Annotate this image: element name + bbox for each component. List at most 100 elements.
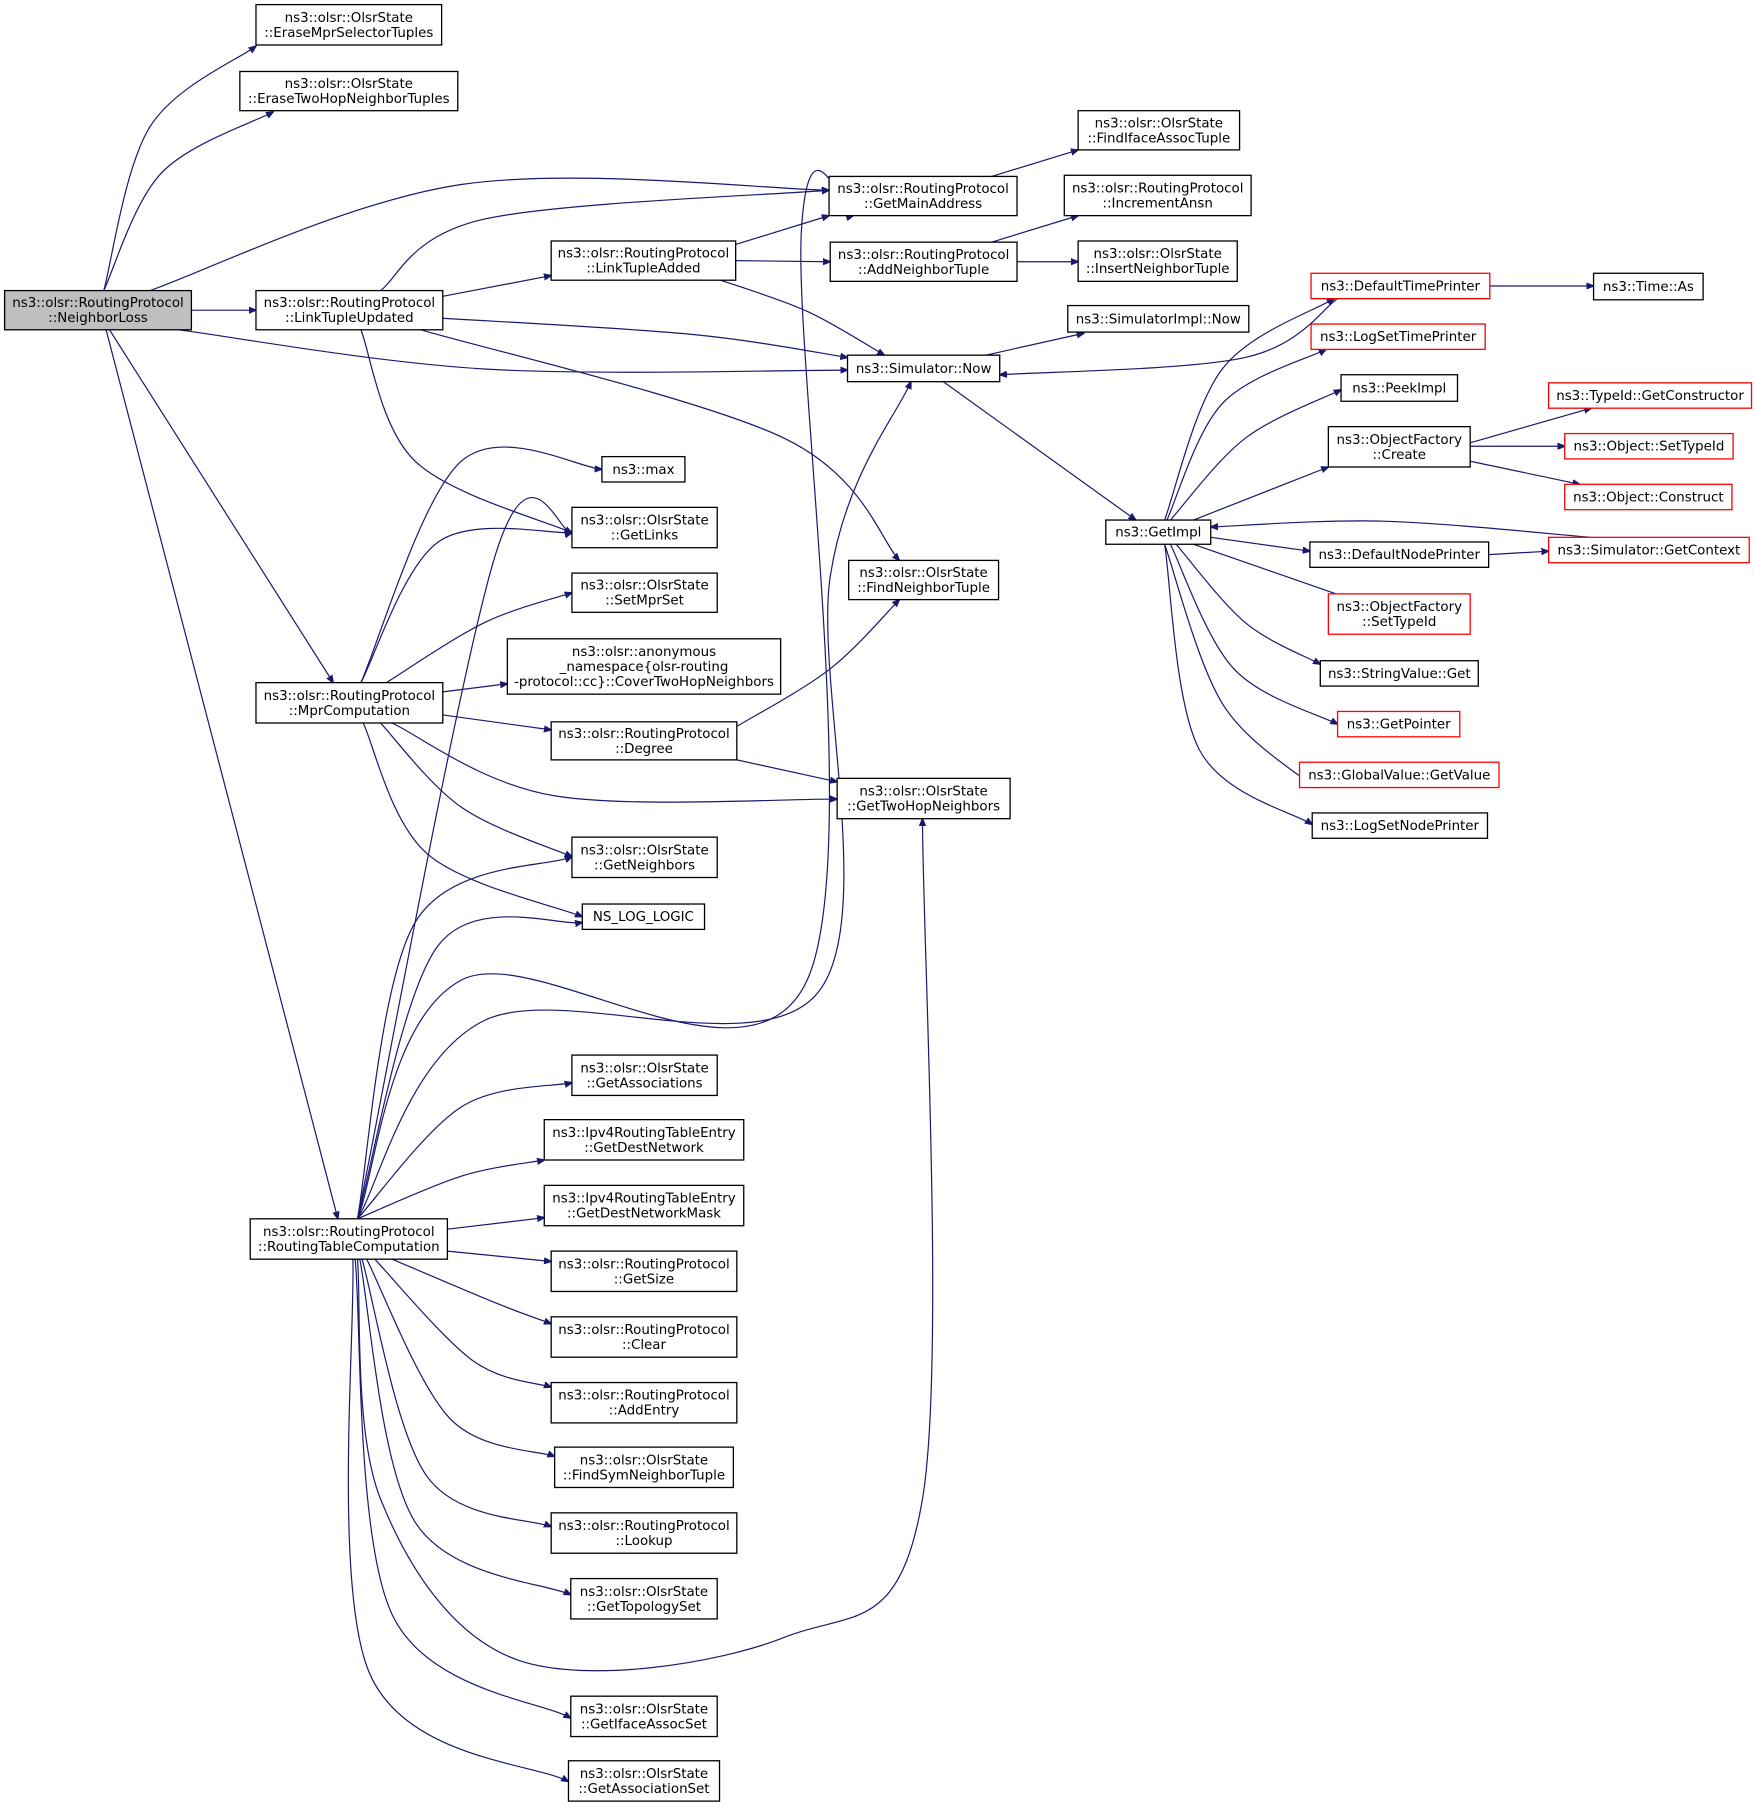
node-clr[interactable]: ns3::olsr::RoutingProtocol::Clear [550, 1316, 738, 1358]
node-label-line: ::AddEntry [609, 1404, 680, 1419]
node-deg[interactable]: ns3::olsr::RoutingProtocol::Degree [550, 721, 738, 761]
node-label-line: ns3::Object::Construct [1573, 490, 1724, 505]
node-ethn[interactable]: ns3::olsr::OlsrState::EraseTwoHopNeighbo… [239, 70, 459, 112]
edge-nl-to-mpr [109, 329, 334, 683]
edge-mpr-to-gl [360, 527, 572, 683]
node-box [836, 777, 1011, 820]
node-nsl[interactable]: NS_LOG_LOGIC [581, 903, 706, 931]
node-label-line: ns3::olsr::RoutingProtocol [837, 182, 1009, 197]
node-label-line: ns3::DefaultTimePrinter [1321, 279, 1481, 294]
edge-rtc-to-fsnt [366, 1258, 555, 1456]
node-box [249, 1218, 449, 1260]
edge-rtc-to-gma [356, 169, 853, 1220]
node-lsnp[interactable]: ns3::LogSetNodePrinter [1311, 812, 1489, 839]
node-ofst[interactable]: ns3::ObjectFactory::SetTypeId [1327, 593, 1471, 635]
node-gthn[interactable]: ns3::olsr::OlsrState::GetTwoHopNeighbors [836, 777, 1011, 820]
node-label-line: ns3::olsr::RoutingProtocol [264, 296, 436, 311]
node-label-line: ns3::olsr::RoutingProtocol [264, 689, 436, 704]
node-gma[interactable]: ns3::olsr::RoutingProtocol::GetMainAddre… [828, 175, 1018, 217]
node-lta[interactable]: ns3::olsr::RoutingProtocol::LinkTupleAdd… [550, 240, 737, 281]
node-emst[interactable]: ns3::olsr::OlsrState::EraseMprSelectorTu… [255, 3, 443, 46]
node-ant[interactable]: ns3::olsr::RoutingProtocol::AddNeighborT… [829, 241, 1018, 283]
node-label-line: ::GetTopologySet [587, 1600, 701, 1615]
node-sms[interactable]: ns3::olsr::OlsrState::SetMprSet [571, 572, 718, 613]
node-label-line: ::GetLinks [611, 529, 678, 544]
edge-rtc-to-gias [354, 1259, 571, 1718]
node-label-line: ns3::olsr::RoutingProtocol [1072, 181, 1244, 196]
edge-rtc-to-simnow [356, 382, 910, 1220]
node-oc[interactable]: ns3::Object::Construct [1564, 483, 1733, 511]
node-fsnt[interactable]: ns3::olsr::OlsrState::FindSymNeighborTup… [553, 1446, 735, 1489]
node-int[interactable]: ns3::olsr::OlsrState::InsertNeighborTupl… [1077, 240, 1238, 283]
node-label-line: ns3::olsr::RoutingProtocol [558, 727, 730, 742]
node-label-line: ::GetTwoHopNeighbors [847, 800, 1000, 815]
node-label-line: ns3::olsr::OlsrState [580, 514, 708, 529]
node-max[interactable]: ns3::max [601, 455, 686, 483]
node-fiat[interactable]: ns3::olsr::OlsrState::FindIfaceAssocTupl… [1077, 110, 1241, 151]
node-label-line: ns3::olsr::OlsrState [285, 11, 413, 26]
node-ltu[interactable]: ns3::olsr::RoutingProtocol::LinkTupleUpd… [255, 289, 444, 331]
node-ofc[interactable]: ns3::ObjectFactory::Create [1327, 425, 1471, 468]
node-gts[interactable]: ns3::olsr::OlsrState::GetTopologySet [570, 1577, 718, 1620]
node-ga[interactable]: ns3::olsr::OlsrState::GetAssociations [571, 1054, 718, 1097]
node-siminow[interactable]: ns3::SimulatorImpl::Now [1067, 304, 1250, 333]
node-tas[interactable]: ns3::Time::As [1592, 272, 1704, 301]
edge-ofc-to-tgc [1470, 408, 1591, 444]
node-dnp[interactable]: ns3::DefaultNodePrinter [1309, 541, 1490, 568]
node-label-line: ::IncrementAnsn [1102, 196, 1212, 211]
node-box [1340, 374, 1459, 402]
node-peek[interactable]: ns3::PeekImpl [1340, 374, 1459, 402]
node-gp[interactable]: ns3::GetPointer [1336, 710, 1461, 738]
node-label-line: ::Create [1373, 448, 1427, 463]
node-label-line: ns3::olsr::RoutingProtocol [558, 247, 730, 262]
node-gi[interactable]: ns3::GetImpl [1105, 519, 1212, 545]
node-tgc[interactable]: ns3::TypeId::GetConstructor [1547, 382, 1753, 409]
node-label-line: ::GetNeighbors [594, 858, 695, 873]
node-nl[interactable]: ns3::olsr::RoutingProtocol::NeighborLoss [3, 289, 193, 331]
edge-rtc-to-gdnm [447, 1218, 544, 1230]
node-ae[interactable]: ns3::olsr::RoutingProtocol::AddEntry [550, 1381, 738, 1424]
node-box [239, 70, 459, 112]
node-box [550, 1512, 738, 1554]
node-label-line: _namespace{olsr-routing [559, 660, 729, 675]
node-box [1309, 541, 1490, 568]
node-sgc[interactable]: ns3::Simulator::GetContext [1547, 536, 1750, 564]
node-simnow[interactable]: ns3::Simulator::Now [846, 354, 1001, 383]
node-gvgv[interactable]: ns3::GlobalValue::GetValue [1298, 761, 1500, 789]
node-label-line: ns3::olsr::RoutingProtocol [558, 1257, 730, 1272]
node-box [1564, 483, 1733, 511]
node-label-line: ::GetDestNetworkMask [567, 1207, 721, 1222]
edge-gi-to-ofst [1193, 543, 1349, 598]
node-gas[interactable]: ns3::olsr::OlsrState::GetAssociationSet [567, 1760, 721, 1802]
node-box [571, 1054, 718, 1097]
node-gl[interactable]: ns3::olsr::OlsrState::GetLinks [571, 506, 718, 549]
node-dtp[interactable]: ns3::DefaultTimePrinter [1310, 272, 1491, 300]
edge-nl-to-rtc [105, 329, 338, 1219]
node-box [1319, 660, 1479, 687]
node-lkp[interactable]: ns3::olsr::RoutingProtocol::Lookup [550, 1512, 738, 1554]
node-label-line: ::FindSymNeighborTuple [563, 1468, 725, 1483]
node-ians[interactable]: ns3::olsr::RoutingProtocol::IncrementAns… [1063, 174, 1252, 217]
node-gias[interactable]: ns3::olsr::OlsrState::GetIfaceAssocSet [570, 1695, 718, 1738]
edge-dnp-to-sgc [1488, 551, 1549, 554]
node-mpr[interactable]: ns3::olsr::RoutingProtocol::MprComputati… [255, 681, 444, 724]
node-label-line: ns3::olsr::OlsrState [859, 785, 987, 800]
node-fnt[interactable]: ns3::olsr::OlsrState::FindNeighborTuple [848, 559, 1000, 601]
node-cthn[interactable]: ns3::olsr::anonymous_namespace{olsr-rout… [506, 638, 782, 695]
node-ost[interactable]: ns3::Object::SetTypeId [1564, 432, 1734, 460]
node-label-line: ns3::PeekImpl [1352, 382, 1446, 397]
node-lstp[interactable]: ns3::LogSetTimePrinter [1310, 323, 1486, 351]
node-svg[interactable]: ns3::StringValue::Get [1319, 660, 1479, 687]
node-label-line: ns3::ObjectFactory [1337, 433, 1463, 448]
node-gs[interactable]: ns3::olsr::RoutingProtocol::GetSize [550, 1250, 738, 1293]
node-label-line: NS_LOG_LOGIC [593, 910, 694, 925]
node-rtc[interactable]: ns3::olsr::RoutingProtocol::RoutingTable… [249, 1218, 449, 1260]
node-box [550, 721, 738, 761]
node-gdn[interactable]: ns3::Ipv4RoutingTableEntry::GetDestNetwo… [543, 1118, 745, 1161]
node-gn[interactable]: ns3::olsr::OlsrState::GetNeighbors [571, 836, 718, 879]
edge-gi-to-ofc [1193, 467, 1328, 521]
node-box [1564, 432, 1734, 460]
node-gdnm[interactable]: ns3::Ipv4RoutingTableEntry::GetDestNetwo… [543, 1184, 745, 1227]
node-box [567, 1760, 721, 1802]
node-label-line: ::Lookup [616, 1534, 673, 1549]
